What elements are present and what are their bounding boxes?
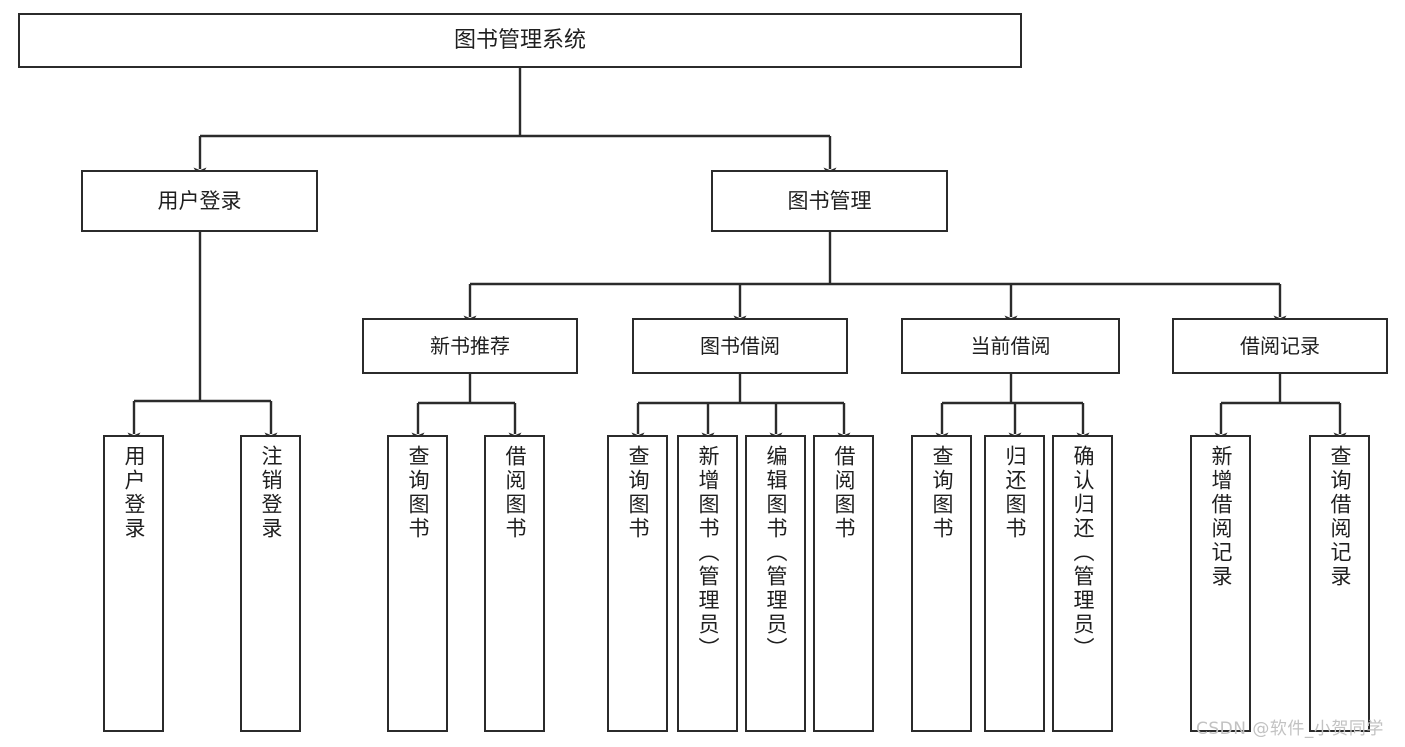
node-leaf-confirm-return[interactable]: 确认归还（管理员）	[1052, 435, 1113, 732]
node-label-leaf-book-borrow: 借阅图书	[832, 445, 856, 541]
node-label-leaf-cur-query: 查询图书	[930, 445, 954, 541]
node-label-borrow-record: 借阅记录	[1240, 333, 1320, 358]
node-leaf-record-add[interactable]: 新增借阅记录	[1190, 435, 1251, 732]
node-leaf-borrow-query[interactable]: 查询图书	[607, 435, 668, 732]
node-label-leaf-rec-borrow: 借阅图书	[503, 445, 527, 541]
node-leaf-rec-borrow[interactable]: 借阅图书	[484, 435, 545, 732]
node-leaf-book-borrow[interactable]: 借阅图书	[813, 435, 874, 732]
node-leaf-rec-query[interactable]: 查询图书	[387, 435, 448, 732]
node-label-leaf-user-login: 用户登录	[122, 445, 146, 541]
node-leaf-logout[interactable]: 注销登录	[240, 435, 301, 732]
node-book-manage[interactable]: 图书管理	[711, 170, 948, 232]
node-new-book-rec[interactable]: 新书推荐	[362, 318, 578, 374]
node-label-book-borrow: 图书借阅	[700, 333, 780, 358]
node-user-login[interactable]: 用户登录	[81, 170, 318, 232]
node-borrow-record[interactable]: 借阅记录	[1172, 318, 1388, 374]
node-leaf-record-query[interactable]: 查询借阅记录	[1309, 435, 1370, 732]
node-label-leaf-borrow-query: 查询图书	[626, 445, 650, 541]
node-root[interactable]: 图书管理系统	[18, 13, 1022, 68]
node-current-borrow[interactable]: 当前借阅	[901, 318, 1120, 374]
watermark-text: CSDN @软件_小贺同学	[1196, 719, 1384, 739]
node-leaf-book-add[interactable]: 新增图书（管理员）	[677, 435, 738, 732]
node-label-root: 图书管理系统	[453, 27, 586, 53]
node-label-user-login: 用户登录	[157, 188, 242, 213]
node-label-new-book-rec: 新书推荐	[430, 333, 510, 358]
node-leaf-user-login[interactable]: 用户登录	[103, 435, 164, 732]
node-label-book-manage: 图书管理	[787, 188, 872, 213]
node-leaf-return[interactable]: 归还图书	[984, 435, 1045, 732]
node-label-current-borrow: 当前借阅	[970, 333, 1051, 358]
node-label-leaf-book-edit: 编辑图书（管理员）	[764, 445, 788, 661]
node-label-leaf-record-query: 查询借阅记录	[1328, 445, 1352, 589]
node-label-leaf-rec-query: 查询图书	[406, 445, 430, 541]
node-leaf-book-edit[interactable]: 编辑图书（管理员）	[745, 435, 806, 732]
node-leaf-cur-query[interactable]: 查询图书	[911, 435, 972, 732]
node-label-leaf-record-add: 新增借阅记录	[1209, 445, 1233, 589]
node-label-leaf-logout: 注销登录	[259, 445, 283, 541]
node-label-leaf-return: 归还图书	[1003, 445, 1027, 541]
node-label-leaf-confirm-return: 确认归还（管理员）	[1071, 445, 1095, 661]
node-label-leaf-book-add: 新增图书（管理员）	[696, 445, 720, 661]
node-book-borrow[interactable]: 图书借阅	[632, 318, 848, 374]
